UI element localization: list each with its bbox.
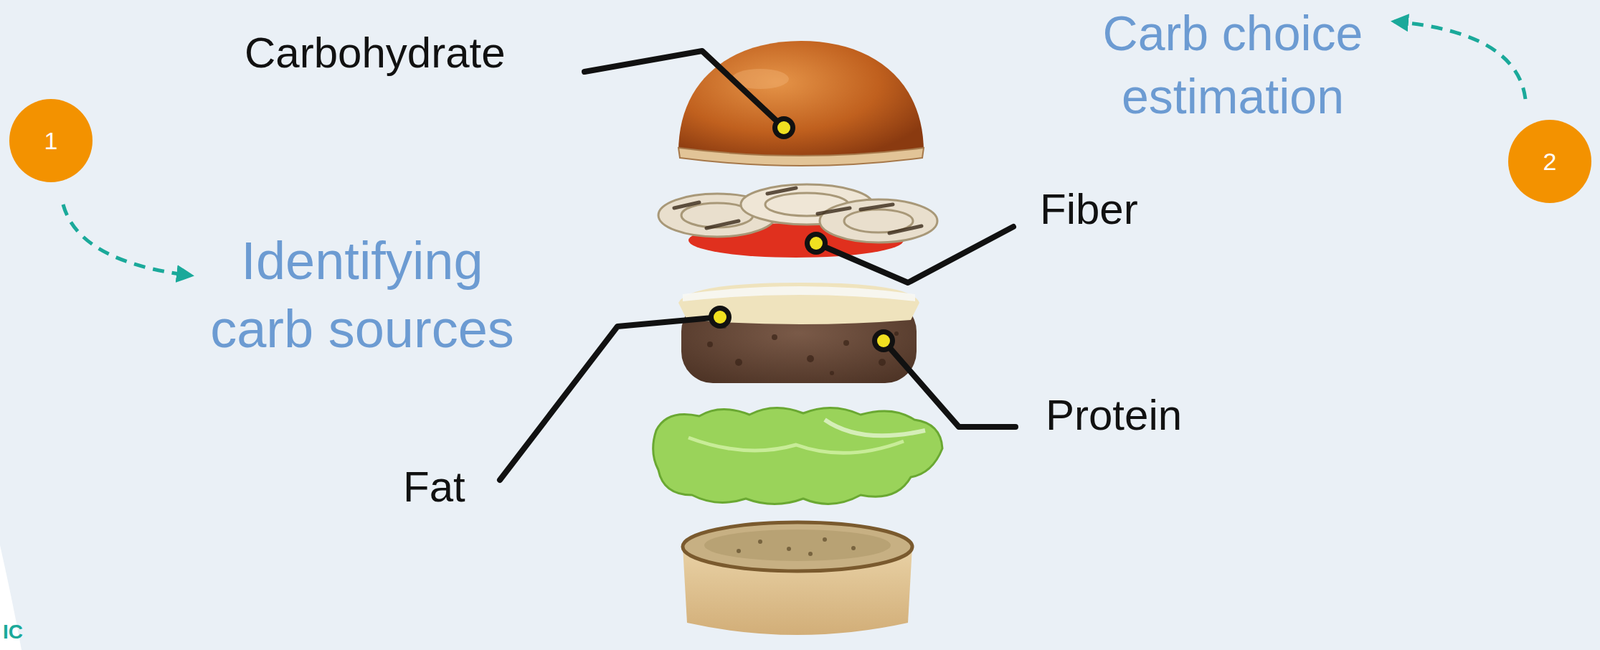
part-label: Protein xyxy=(1045,389,1182,442)
leader-dot xyxy=(777,121,791,135)
callout-number: 2 xyxy=(1508,119,1592,203)
dashed-arrow xyxy=(63,204,191,276)
circle-fill xyxy=(9,98,93,183)
callout-number: 1 xyxy=(9,98,93,183)
leader-line xyxy=(883,340,1016,427)
bottom-bun xyxy=(682,522,913,635)
step-title: Identifying carb sources xyxy=(193,226,531,363)
patty-cheese xyxy=(678,282,920,383)
leader-dot xyxy=(708,305,732,329)
leader-dot xyxy=(772,116,796,140)
step-title: Carb choice estimation xyxy=(1082,1,1384,128)
step-circle: 1 xyxy=(9,98,93,183)
logo-text: IC xyxy=(2,619,23,645)
leader-line xyxy=(499,316,721,480)
part-label: Fiber xyxy=(1039,183,1139,236)
dashed-arrow xyxy=(1394,21,1526,99)
lettuce xyxy=(653,407,943,504)
step-circle: 2 xyxy=(1508,119,1592,203)
leader-dot xyxy=(872,329,896,353)
leader-dot xyxy=(804,231,828,255)
leader-line xyxy=(584,50,784,128)
leader-dot xyxy=(877,334,891,348)
circle-fill xyxy=(1508,119,1592,203)
leader-dot xyxy=(713,310,727,324)
onion-tomato-layer xyxy=(658,184,938,258)
leader-line xyxy=(816,226,1014,283)
leader-dot xyxy=(809,236,823,250)
part-label: Carbohydrate xyxy=(244,27,506,79)
part-label: Fat xyxy=(403,461,466,513)
